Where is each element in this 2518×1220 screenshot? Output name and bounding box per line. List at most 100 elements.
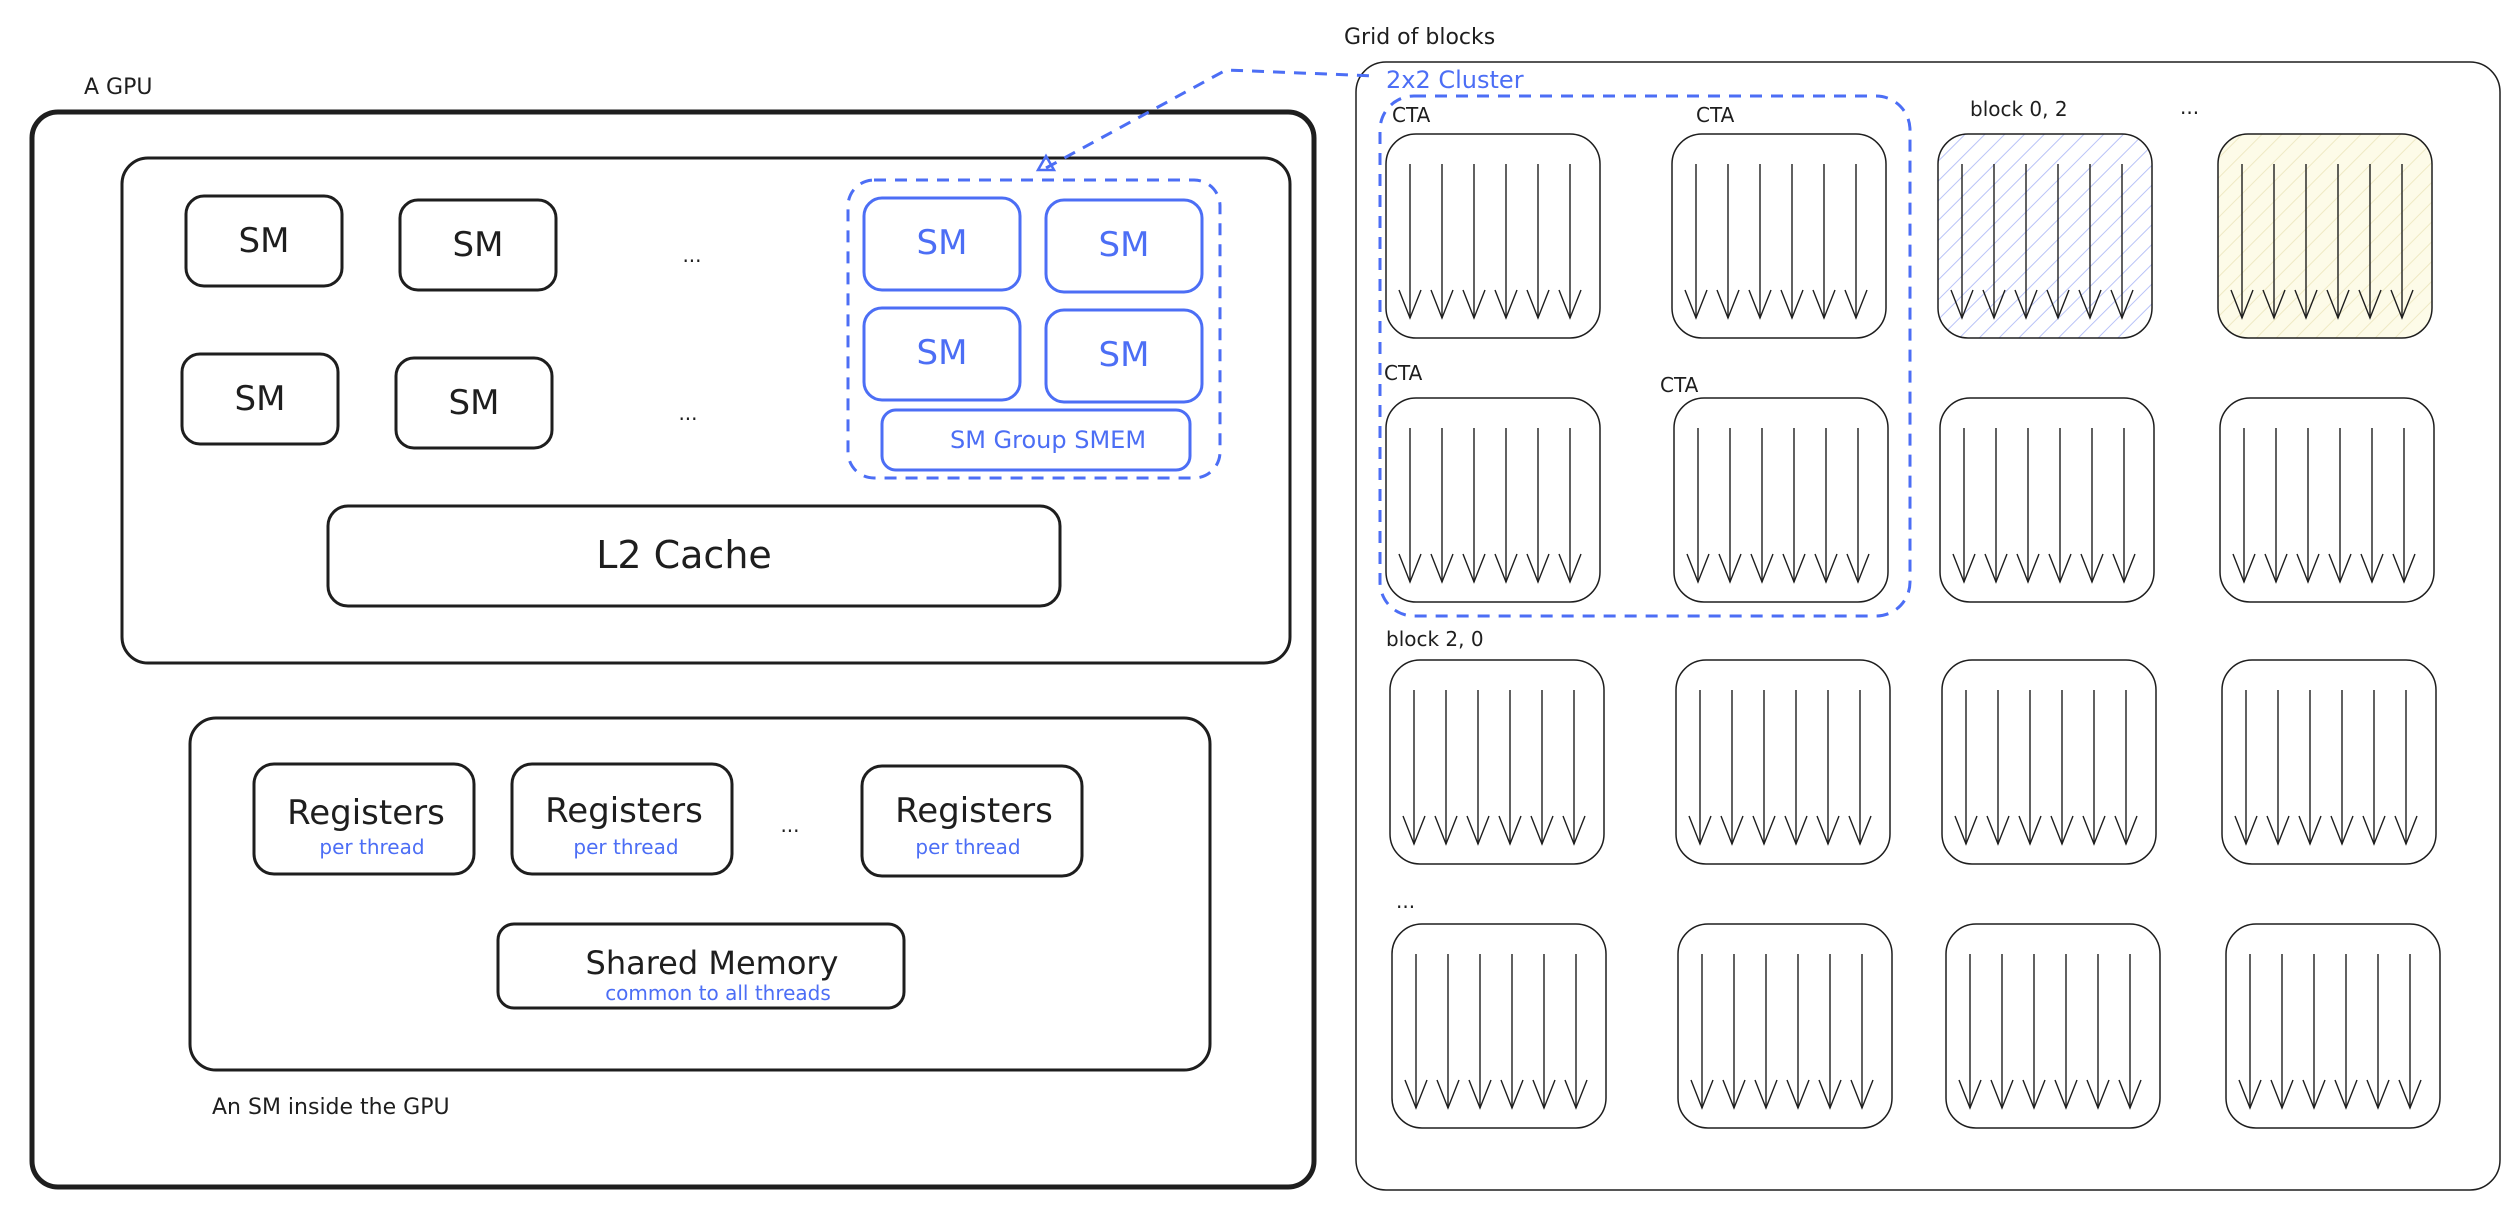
svg-text:SM: SM	[235, 379, 286, 419]
thread-arrow	[2390, 164, 2414, 320]
l2-cache-box: L2 Cache	[326, 504, 1062, 608]
sm-group-sm-box: SM	[862, 306, 1022, 402]
thread-arrow	[2078, 164, 2102, 320]
svg-text:SM: SM	[1099, 225, 1150, 265]
thread-arrow	[1812, 164, 1836, 320]
thread-block	[2219, 397, 2435, 603]
thread-arrow	[1752, 690, 1776, 846]
thread-arrow	[2294, 164, 2318, 320]
thread-arrow	[2326, 164, 2350, 320]
grid-title: Grid of blocks	[1344, 25, 1495, 50]
thread-arrow	[1816, 690, 1840, 846]
registers-box: Registers per thread	[510, 762, 734, 876]
thread-block	[1945, 923, 2161, 1129]
svg-text:per thread: per thread	[573, 835, 678, 859]
thread-arrow	[2048, 428, 2072, 584]
thread-arrow	[1466, 690, 1490, 846]
sm-box: SM	[398, 198, 558, 292]
cta-label: CTA	[1660, 373, 1699, 397]
thread-arrow	[1750, 428, 1774, 584]
thread-arrow	[1530, 690, 1554, 846]
thread-arrow	[1984, 428, 2008, 584]
thread-block	[1671, 133, 1887, 339]
thread-arrow	[1754, 954, 1778, 1110]
thread-arrow	[2330, 690, 2354, 846]
thread-block	[1389, 659, 1605, 865]
thread-arrow	[1986, 690, 2010, 846]
blocks-layer	[1385, 133, 2441, 1129]
cta-label: CTA	[1392, 103, 1431, 127]
svg-text:Registers: Registers	[545, 791, 703, 831]
thread-arrow	[2238, 954, 2262, 1110]
thread-arrow	[2298, 690, 2322, 846]
thread-arrow	[2366, 954, 2390, 1110]
thread-block	[1939, 397, 2155, 603]
thread-arrow	[2086, 954, 2110, 1110]
thread-arrow	[1494, 164, 1518, 320]
thread-arrow	[2114, 690, 2138, 846]
thread-arrow	[2398, 954, 2422, 1110]
thread-arrow	[1950, 164, 1974, 320]
grid-ellipsis-top: ...	[2180, 95, 2199, 119]
thread-arrow	[1686, 428, 1710, 584]
svg-text:SM: SM	[917, 333, 968, 373]
thread-arrow	[1558, 428, 1582, 584]
thread-arrow	[2264, 428, 2288, 584]
thread-arrow	[1958, 954, 1982, 1110]
svg-text:common to all threads: common to all threads	[605, 981, 831, 1005]
thread-arrow	[2016, 428, 2040, 584]
thread-arrow	[1436, 954, 1460, 1110]
thread-arrow	[1690, 954, 1714, 1110]
thread-block	[1673, 397, 1889, 603]
thread-arrow	[2270, 954, 2294, 1110]
gpu-title: A GPU	[84, 75, 152, 100]
thread-arrow	[1848, 690, 1872, 846]
svg-text:Registers: Registers	[895, 791, 1053, 831]
svg-text:SM: SM	[453, 225, 504, 265]
thread-arrow	[1784, 690, 1808, 846]
svg-text:per thread: per thread	[319, 835, 424, 859]
svg-text:SM: SM	[1099, 335, 1150, 375]
thread-arrow	[2358, 164, 2382, 320]
sm-box: SM	[394, 356, 554, 450]
connector-arrowhead	[1035, 153, 1057, 172]
thread-arrow	[1462, 428, 1486, 584]
grid-ellipsis-left: ...	[1396, 889, 1415, 913]
thread-arrow	[2296, 428, 2320, 584]
thread-arrow	[1780, 164, 1804, 320]
thread-block	[1385, 133, 1601, 339]
thread-arrow	[1952, 428, 1976, 584]
thread-arrow	[1434, 690, 1458, 846]
thread-arrow	[1562, 690, 1586, 846]
thread-arrow	[1684, 164, 1708, 320]
thread-arrow	[2018, 690, 2042, 846]
thread-arrow	[2234, 690, 2258, 846]
thread-arrow	[2266, 690, 2290, 846]
thread-arrow	[1430, 164, 1454, 320]
svg-text:Shared Memory: Shared Memory	[586, 944, 839, 982]
sm-group-box	[846, 178, 1222, 480]
sm-group-sm-box: SM	[1044, 308, 1204, 404]
thread-arrow	[2328, 428, 2352, 584]
thread-arrow	[1722, 954, 1746, 1110]
sm-group-sm-box: SM	[862, 196, 1022, 292]
thread-block	[1391, 923, 1607, 1129]
thread-block	[2225, 923, 2441, 1129]
thread-arrow	[2262, 164, 2286, 320]
svg-text:SM Group SMEM: SM Group SMEM	[950, 426, 1146, 454]
thread-arrow	[1990, 954, 2014, 1110]
gpu-outer-box	[29, 109, 1317, 1190]
thread-arrow	[2046, 164, 2070, 320]
svg-text:SM: SM	[917, 223, 968, 263]
thread-arrow	[1716, 164, 1740, 320]
thread-arrow	[1526, 164, 1550, 320]
thread-arrow	[1498, 690, 1522, 846]
thread-block	[1937, 133, 2153, 339]
cluster-box	[1378, 94, 1912, 618]
thread-arrow	[1718, 428, 1742, 584]
svg-text:L2 Cache: L2 Cache	[596, 533, 772, 577]
thread-arrow	[1846, 428, 1870, 584]
thread-arrow	[1688, 690, 1712, 846]
cluster-label: 2x2 Cluster	[1386, 66, 1524, 94]
